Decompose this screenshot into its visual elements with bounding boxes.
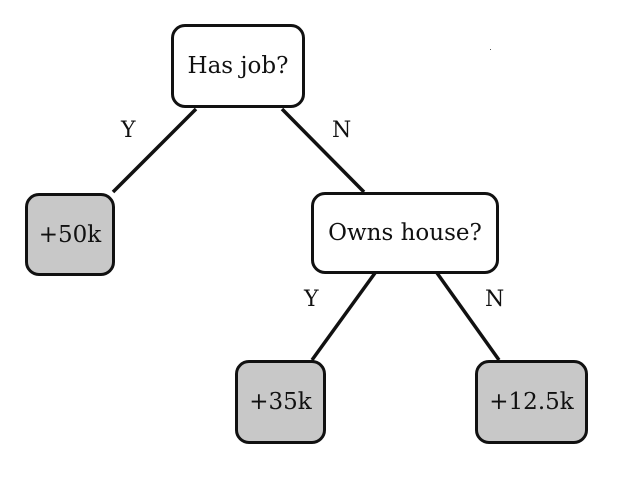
owns-house-node-label: Owns house? [328,220,482,246]
root-node-label: Has job? [187,53,289,79]
edge-root-to-owns-house [280,107,366,194]
leaf-12-5k-label: +12.5k [489,389,574,415]
leaf-35k-label: +35k [249,389,312,415]
owns-house-node: Owns house? [311,192,499,274]
leaf-50k-node: +50k [25,193,115,276]
leaf-12-5k-node: +12.5k [475,360,588,444]
edge-owns-house-to-leaf-12-5k [435,271,501,362]
stray-dot [490,49,491,50]
edge-owns-house-to-leaf-35k [310,271,377,362]
edge-label-root-yes: Y [121,118,136,143]
edge-label-root-no: N [332,118,352,143]
leaf-35k-node: +35k [235,360,326,444]
root-node: Has job? [171,24,305,108]
edge-label-house-yes: Y [304,287,319,312]
edge-root-to-leaf-50k [111,107,198,194]
leaf-50k-label: +50k [38,221,102,248]
edge-label-house-no: N [485,287,505,312]
